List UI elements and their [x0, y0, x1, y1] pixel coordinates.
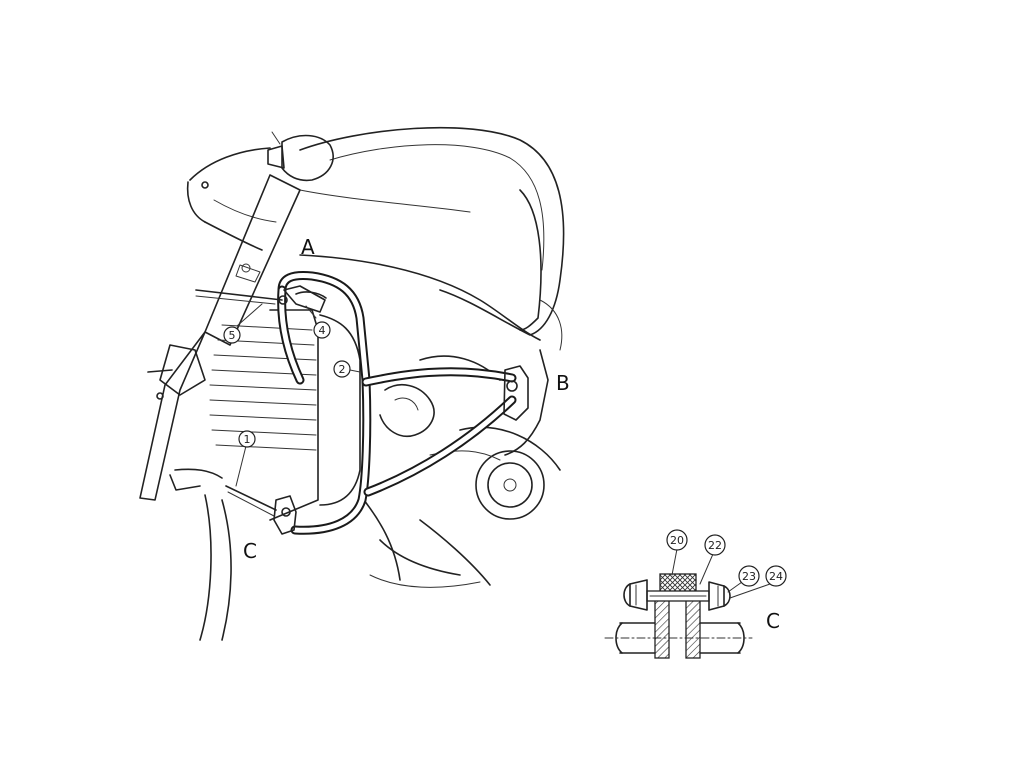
callout-23: 23	[738, 565, 760, 587]
mount-bracket-c	[225, 485, 297, 535]
callout-5-label: 5	[229, 329, 236, 342]
callout-4-label: 4	[319, 324, 326, 337]
label-c-detail: C	[766, 609, 780, 633]
label-c-main: C	[243, 539, 257, 563]
callout-23-label: 23	[742, 570, 756, 583]
callout-2: 2	[333, 360, 351, 378]
callout-1: 1	[238, 430, 256, 448]
callout-22-label: 22	[708, 539, 722, 552]
mount-bracket-a	[195, 285, 327, 313]
callout-5: 5	[223, 326, 241, 344]
label-a: A	[301, 235, 315, 259]
callout-4: 4	[313, 321, 331, 339]
label-b: B	[556, 371, 570, 395]
leader-lines	[235, 303, 361, 487]
callout-1-label: 1	[244, 433, 251, 446]
callout-20: 20	[666, 529, 688, 551]
mount-bracket-b	[503, 365, 529, 421]
motorcycle-outline	[139, 126, 565, 641]
callout-2-label: 2	[339, 363, 346, 376]
callout-24: 24	[765, 565, 787, 587]
callout-20-label: 20	[670, 534, 684, 547]
crash-bar	[277, 271, 517, 535]
detail-c-section	[604, 548, 771, 659]
callout-22: 22	[704, 534, 726, 556]
callout-24-label: 24	[769, 570, 783, 583]
